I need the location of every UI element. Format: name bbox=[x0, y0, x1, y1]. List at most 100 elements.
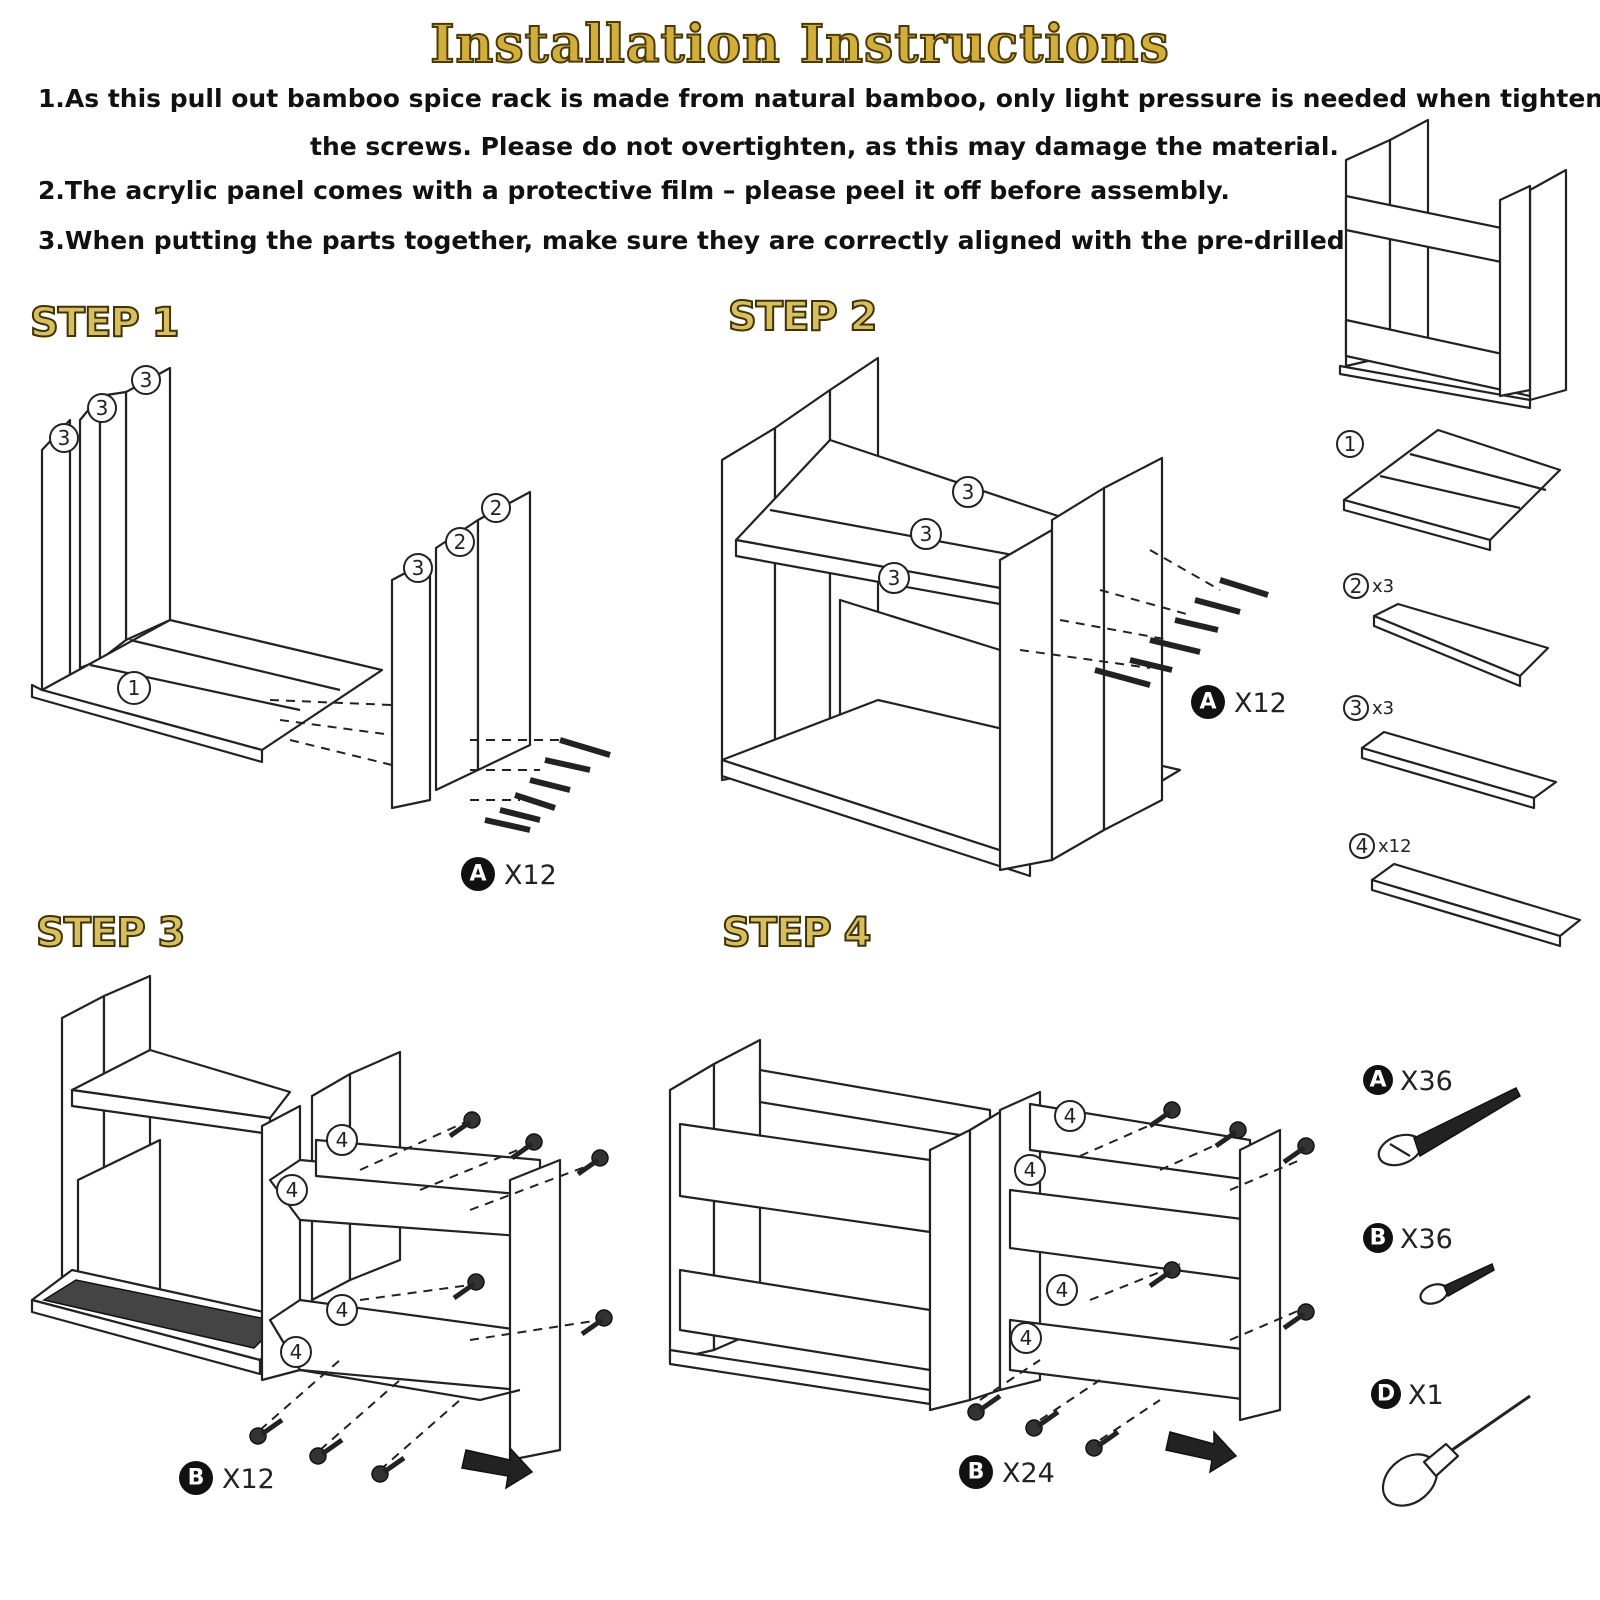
svg-text:4: 4 bbox=[336, 1298, 349, 1322]
svg-text:X36: X36 bbox=[1400, 1224, 1453, 1255]
step-4-drawer bbox=[998, 1090, 1282, 1422]
svg-text:3: 3 bbox=[412, 556, 425, 580]
step-1-callout-3c: 3 bbox=[131, 365, 161, 395]
step-1-callout-3a: 3 bbox=[49, 423, 79, 453]
step-1-callout-2b: 2 bbox=[481, 493, 511, 523]
svg-text:4: 4 bbox=[336, 1128, 349, 1152]
step-1-callout-2a: 2 bbox=[445, 527, 475, 557]
svg-text:x12: x12 bbox=[1378, 836, 1412, 857]
svg-text:D: D bbox=[1377, 1382, 1395, 1407]
svg-text:A: A bbox=[1369, 1068, 1386, 1093]
svg-text:3: 3 bbox=[58, 426, 71, 450]
step-3-screws bbox=[249, 1111, 613, 1483]
step-1-side-panels bbox=[390, 490, 532, 810]
svg-text:4: 4 bbox=[1020, 1326, 1033, 1350]
part-3-illustration: 3 x3 bbox=[1343, 695, 1558, 810]
svg-text:4: 4 bbox=[290, 1340, 303, 1364]
svg-text:X12: X12 bbox=[504, 860, 557, 891]
svg-text:4: 4 bbox=[1056, 1278, 1069, 1302]
assembled-rack-icon bbox=[1338, 118, 1568, 410]
step-1-label: STEP 1 bbox=[29, 299, 180, 347]
hardware-a: A X36 bbox=[1363, 1065, 1521, 1167]
svg-text:1: 1 bbox=[128, 676, 141, 700]
svg-text:X36: X36 bbox=[1400, 1066, 1453, 1097]
step-2-callout-3b: 3 bbox=[910, 518, 942, 550]
step-2-label: STEP 2 bbox=[727, 293, 878, 341]
svg-text:X12: X12 bbox=[1234, 688, 1287, 719]
step-2-frame bbox=[720, 356, 1182, 878]
step-3-callout-4d: 4 bbox=[280, 1336, 312, 1368]
small-screw-icon bbox=[1419, 1262, 1495, 1305]
svg-text:3: 3 bbox=[96, 396, 109, 420]
svg-text:2: 2 bbox=[490, 496, 503, 520]
svg-text:A: A bbox=[469, 862, 486, 887]
step-1-screws bbox=[484, 737, 611, 833]
step-2-guides bbox=[1019, 549, 1221, 669]
svg-text:x3: x3 bbox=[1372, 576, 1394, 597]
step-3-fastener-badge: B X12 bbox=[179, 1461, 275, 1495]
hardware-d: D X1 bbox=[1371, 1379, 1531, 1507]
svg-text:4: 4 bbox=[286, 1178, 299, 1202]
step-1-base-board bbox=[30, 618, 384, 764]
svg-text:4: 4 bbox=[1064, 1104, 1077, 1128]
step-2-fastener-badge: A X12 bbox=[1191, 685, 1287, 719]
svg-text:X12: X12 bbox=[222, 1464, 275, 1495]
note-1: 1.As this pull out bamboo spice rack is … bbox=[38, 84, 1600, 113]
step-4-screws bbox=[967, 1101, 1315, 1457]
step-4-rack bbox=[668, 1038, 1002, 1412]
svg-text:4: 4 bbox=[1024, 1158, 1037, 1182]
step-4-callout-4d: 4 bbox=[1010, 1322, 1042, 1354]
svg-text:B: B bbox=[968, 1460, 985, 1485]
svg-text:3: 3 bbox=[888, 566, 901, 590]
note-2: 2.The acrylic panel comes with a protect… bbox=[38, 176, 1230, 205]
step-1-guides bbox=[269, 699, 560, 801]
step-2-callout-3c: 3 bbox=[878, 562, 910, 594]
svg-text:x3: x3 bbox=[1372, 698, 1394, 719]
step-4-fastener-badge: B X24 bbox=[959, 1455, 1055, 1489]
step-3-callout-4a: 4 bbox=[326, 1124, 358, 1156]
svg-text:X1: X1 bbox=[1408, 1380, 1444, 1411]
step-1-callout-3d: 3 bbox=[403, 553, 433, 583]
note-1-continued: the screws. Please do not overtighten, a… bbox=[310, 132, 1339, 161]
svg-text:3: 3 bbox=[1350, 696, 1363, 720]
hardware-b: B X36 bbox=[1363, 1223, 1495, 1305]
step-3-callout-4b: 4 bbox=[276, 1174, 308, 1206]
step-1-callout-1: 1 bbox=[117, 671, 151, 705]
step-3-guides bbox=[259, 1119, 601, 1471]
step-4-arrow-icon bbox=[1165, 1430, 1238, 1474]
step-4-callout-4a: 4 bbox=[1054, 1100, 1086, 1132]
step-1-fastener-badge: A X12 bbox=[461, 857, 557, 891]
svg-text:4: 4 bbox=[1356, 834, 1369, 858]
step-4-callout-4b: 4 bbox=[1014, 1154, 1046, 1186]
step-4-callout-4c: 4 bbox=[1046, 1274, 1078, 1306]
step-4-label: STEP 4 bbox=[721, 909, 872, 957]
part-2-illustration: 2 x3 bbox=[1343, 573, 1550, 688]
screwdriver-icon bbox=[1381, 1394, 1531, 1507]
step-3-callout-4c: 4 bbox=[326, 1294, 358, 1326]
large-screw-icon bbox=[1377, 1086, 1521, 1167]
svg-text:B: B bbox=[188, 1466, 205, 1491]
step-3-arrow-icon bbox=[461, 1446, 534, 1490]
step-3-label: STEP 3 bbox=[35, 909, 186, 957]
svg-text:3: 3 bbox=[920, 522, 933, 546]
step-2-callout-3a: 3 bbox=[952, 476, 984, 508]
step-1-callout-3b: 3 bbox=[87, 393, 117, 423]
note-3: 3.When putting the parts together, make … bbox=[38, 226, 1439, 255]
page-title: Installation Instructions bbox=[429, 13, 1170, 76]
svg-text:3: 3 bbox=[962, 480, 975, 504]
svg-text:A: A bbox=[1199, 690, 1216, 715]
svg-text:1: 1 bbox=[1344, 432, 1357, 456]
step-2-screws bbox=[1094, 577, 1269, 688]
svg-text:B: B bbox=[1370, 1226, 1387, 1251]
svg-text:X24: X24 bbox=[1002, 1458, 1055, 1489]
part-1-illustration: 1 bbox=[1336, 428, 1562, 552]
svg-text:2: 2 bbox=[1350, 574, 1363, 598]
part-4-illustration: 4 x12 bbox=[1349, 833, 1582, 948]
svg-text:3: 3 bbox=[140, 368, 153, 392]
svg-text:2: 2 bbox=[454, 530, 467, 554]
